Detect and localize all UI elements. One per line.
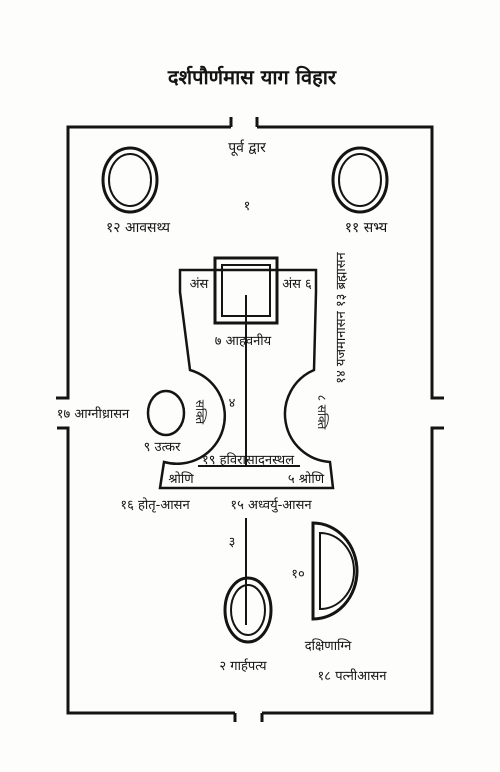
shroni-right-label: ५ श्रोणि	[288, 471, 325, 487]
label-3: ३	[229, 535, 236, 550]
garhapatya-fire	[223, 576, 273, 644]
sakti-left-label: सक्ति	[193, 400, 207, 426]
label-1: १	[244, 199, 251, 214]
avasathya-label: १२ आवसथ्य	[106, 220, 171, 236]
sakti-right-label: ८ सक्ति	[315, 395, 329, 431]
label-4: ४	[229, 396, 236, 411]
diagram-title: दर्शपौर्णमास याग विहार	[167, 65, 337, 89]
garhapatya-label: २ गार्हपत्य	[219, 658, 267, 674]
sabhya-label: ११ सभ्य	[345, 220, 388, 236]
dakshinagni-label: दक्षिणाग्नि	[305, 638, 352, 654]
outer-enclosure	[56, 125, 444, 715]
agnidhra-asana-label: १७ आग्नीध्रासन	[57, 406, 130, 422]
ansa-left-label: अंस	[190, 277, 209, 292]
utkara-circle	[146, 389, 186, 437]
dakshinagni-fire	[311, 521, 359, 621]
avasathya-fire	[101, 146, 159, 214]
hotr-asana-label: १६ होतृ-आसन	[120, 497, 190, 513]
label-10: १०	[291, 567, 305, 582]
sabhya-fire	[331, 146, 389, 214]
east-door-label: पूर्व द्वार	[228, 139, 266, 156]
utkara-label: ९ उत्कर	[144, 440, 182, 455]
door-posts	[229, 117, 264, 722]
havirasadana-label: १९ हविरासादनस्थल	[202, 452, 294, 468]
ahavaniya-label: ७ आहवनीय	[215, 333, 272, 349]
adhvaryu-asana-label: १५ अध्वर्यु-आसन	[230, 497, 312, 513]
ansa-right-label: अंस ६	[282, 277, 312, 292]
vedi-outline	[158, 268, 335, 490]
shroni-left-label: श्रोणि	[168, 471, 194, 487]
yajamana-brahma-asana-label: १४ यजमानासन १३ ब्रह्मासन	[334, 251, 349, 383]
patni-asana-label: १८ पत्नीआसन	[318, 668, 388, 684]
